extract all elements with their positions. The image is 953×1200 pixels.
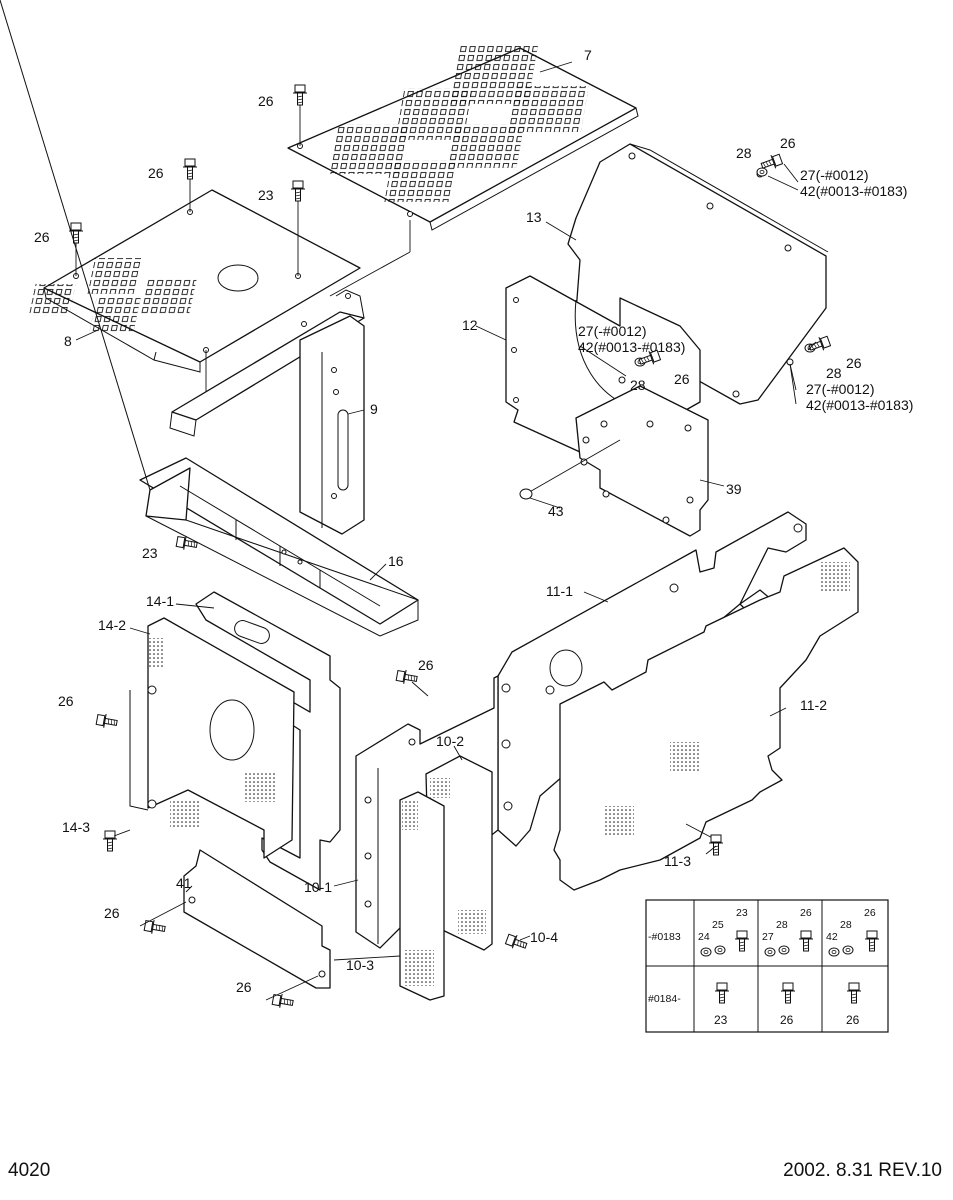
dotted-texture bbox=[402, 800, 418, 830]
legend-c5: 26 bbox=[780, 1013, 794, 1027]
variant-legend-table bbox=[645, 899, 889, 1033]
callout-10-2: 10-2 bbox=[436, 733, 464, 749]
legend-text: -#0183 #0184- 24 25 23 27 28 26 42 28 26… bbox=[648, 907, 876, 1027]
dotted-texture bbox=[670, 742, 700, 772]
callout-9: 9 bbox=[370, 401, 378, 417]
legend-c1-a: 24 bbox=[698, 931, 710, 943]
revision-date: 2002. 8.31 REV.10 bbox=[783, 1160, 942, 1181]
dotted-texture bbox=[170, 800, 200, 828]
callout-28: 28 bbox=[826, 365, 842, 381]
legend-c3-c: 26 bbox=[864, 907, 876, 919]
perforation-grid bbox=[329, 124, 409, 174]
callout-11-1: 11-1 bbox=[546, 583, 573, 599]
legend-c3-a: 42 bbox=[826, 931, 838, 943]
callout-28: 28 bbox=[736, 145, 752, 161]
callout-10-3: 10-3 bbox=[346, 957, 374, 973]
perforation-grid bbox=[28, 284, 76, 316]
leader-lines bbox=[75, 61, 817, 961]
callout-26: 26 bbox=[148, 165, 164, 181]
cover-plate-41 bbox=[139, 849, 331, 1011]
perforation-grid bbox=[395, 88, 473, 140]
legend-c2-c: 26 bbox=[800, 907, 812, 919]
dotted-texture bbox=[458, 910, 486, 934]
callout-39: 39 bbox=[726, 481, 742, 497]
support-bracket-9 bbox=[169, 289, 365, 535]
legend-c2-b: 28 bbox=[776, 919, 788, 931]
callout-27-variant: 27(-#0012) bbox=[806, 381, 875, 397]
page-number: 4020 bbox=[8, 1160, 50, 1181]
callout-14-3: 14-3 bbox=[62, 819, 90, 835]
callout-13: 13 bbox=[526, 209, 542, 225]
callout-27-variant: 27(-#0012) bbox=[578, 323, 647, 339]
perforation-grid bbox=[87, 258, 142, 294]
callout-10-1: 10-1 bbox=[304, 879, 332, 895]
side-panel-14-2 bbox=[95, 617, 295, 859]
perforation-grid bbox=[384, 160, 456, 202]
callout-26: 26 bbox=[34, 229, 50, 245]
callout-43: 43 bbox=[548, 503, 564, 519]
perforation-grid bbox=[139, 278, 197, 314]
callout-26: 26 bbox=[236, 979, 252, 995]
floor-panel-11-2 bbox=[553, 547, 859, 891]
callout-26: 26 bbox=[780, 135, 796, 151]
channel-beam-16 bbox=[0, 0, 419, 637]
legend-serial-row2: #0184- bbox=[648, 993, 681, 1005]
callout-7: 7 bbox=[584, 47, 592, 63]
callout-11-2: 11-2 bbox=[800, 697, 827, 713]
dotted-texture bbox=[820, 562, 850, 592]
callout-11-3: 11-3 bbox=[664, 853, 691, 869]
callout-14-1: 14-1 bbox=[146, 593, 174, 609]
legend-c2-a: 27 bbox=[762, 931, 774, 943]
legend-c3-b: 28 bbox=[840, 919, 852, 931]
side-cover-8 bbox=[28, 158, 411, 404]
dotted-texture bbox=[430, 778, 450, 798]
dotted-texture bbox=[404, 950, 434, 986]
callout-26: 26 bbox=[418, 657, 434, 673]
callout-16: 16 bbox=[388, 553, 404, 569]
callout-8: 8 bbox=[64, 333, 72, 349]
callout-27-variant: 27(-#0012) bbox=[800, 167, 869, 183]
callout-42-variant: 42(#0013-#0183) bbox=[800, 183, 907, 199]
perforation-grid bbox=[89, 298, 141, 332]
top-cover-7 bbox=[287, 46, 639, 231]
callout-26: 26 bbox=[846, 355, 862, 371]
legend-serial-row1: -#0183 bbox=[648, 931, 681, 943]
legend-c4: 23 bbox=[714, 1013, 728, 1027]
dotted-texture bbox=[604, 806, 634, 836]
callout-41: 41 bbox=[176, 875, 192, 891]
callout-28: 28 bbox=[630, 377, 646, 393]
lower-fasteners bbox=[102, 668, 724, 953]
callout-42-variant: 42(#0013-#0183) bbox=[806, 397, 913, 413]
callout-14-2: 14-2 bbox=[98, 617, 126, 633]
callout-26: 26 bbox=[58, 693, 74, 709]
block-10-3 bbox=[399, 791, 445, 1001]
callout-23: 23 bbox=[258, 187, 274, 203]
callout-26: 26 bbox=[258, 93, 274, 109]
perforation-grid bbox=[446, 124, 525, 168]
callout-labels: 7 8 9 12 13 16 39 41 43 10-1 10-2 10-3 1… bbox=[34, 47, 913, 995]
legend-c1-c: 23 bbox=[736, 907, 748, 919]
legend-c6: 26 bbox=[846, 1013, 860, 1027]
dotted-texture bbox=[244, 772, 276, 802]
callout-42-variant: 42(#0013-#0183) bbox=[578, 339, 685, 355]
legend-c1-b: 25 bbox=[712, 919, 724, 931]
callout-23: 23 bbox=[142, 545, 158, 561]
callout-12: 12 bbox=[462, 317, 478, 333]
perforation-grid bbox=[506, 86, 589, 132]
callout-10-4: 10-4 bbox=[530, 929, 558, 945]
dotted-texture bbox=[148, 638, 164, 668]
callout-26: 26 bbox=[674, 371, 690, 387]
callout-26: 26 bbox=[104, 905, 120, 921]
panel-39 bbox=[519, 385, 709, 537]
